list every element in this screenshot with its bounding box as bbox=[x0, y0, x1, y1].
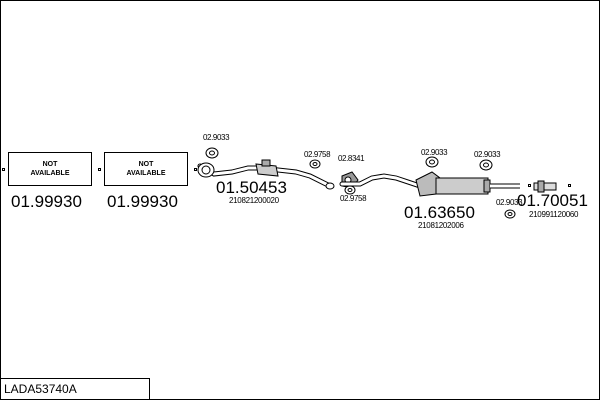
not-available-line1: NOT bbox=[42, 161, 58, 168]
hanger-rings bbox=[205, 147, 516, 219]
not-available-line1: NOT bbox=[138, 161, 154, 168]
part-number-2: 01.99930 bbox=[107, 192, 178, 211]
rear-muffler-drawing bbox=[339, 171, 520, 197]
fitting-code-6: 02.9033 bbox=[474, 150, 501, 159]
oem-number-3: 210991120060 bbox=[529, 210, 579, 219]
fitting-code-2: 02.9758 bbox=[304, 150, 331, 159]
hanger-4 bbox=[425, 156, 439, 168]
not-available-line2: AVAILABLE bbox=[126, 170, 166, 177]
part-number-3: 01.50453 bbox=[216, 178, 287, 197]
fitting-code-4: 02.9758 bbox=[340, 194, 367, 203]
not-available-box-1: NOT AVAILABLE bbox=[8, 152, 92, 186]
diagram-title-box: LADA53740A bbox=[0, 378, 150, 400]
not-available-box-2: NOT AVAILABLE bbox=[104, 152, 188, 186]
hanger-5 bbox=[479, 159, 493, 171]
part-number-5: 01.70051 bbox=[517, 191, 588, 210]
fitting-code-7: 02.9033 bbox=[496, 198, 523, 207]
connector-dot bbox=[98, 168, 101, 171]
oem-number-1: 210821200020 bbox=[229, 196, 279, 205]
fitting-code-1: 02.9033 bbox=[203, 133, 230, 142]
tail-pipe-drawing bbox=[533, 180, 557, 193]
connector-dot bbox=[568, 184, 571, 187]
part-number-1: 01.99930 bbox=[11, 192, 82, 211]
hanger-3 bbox=[344, 185, 356, 195]
diagram-title: LADA53740A bbox=[4, 382, 77, 396]
fitting-code-3: 02.8341 bbox=[338, 154, 365, 163]
hanger-1 bbox=[205, 147, 219, 159]
not-available-line2: AVAILABLE bbox=[30, 170, 70, 177]
connector-dot bbox=[2, 168, 5, 171]
oem-number-2: 21081202006 bbox=[418, 221, 464, 230]
connector-dot bbox=[528, 184, 531, 187]
part-number-4: 01.63650 bbox=[404, 203, 475, 222]
fitting-code-5: 02.9033 bbox=[421, 148, 448, 157]
front-pipe-drawing bbox=[197, 159, 333, 189]
hanger-6 bbox=[504, 209, 516, 219]
hanger-2 bbox=[309, 159, 321, 169]
connector-dot bbox=[194, 168, 197, 171]
